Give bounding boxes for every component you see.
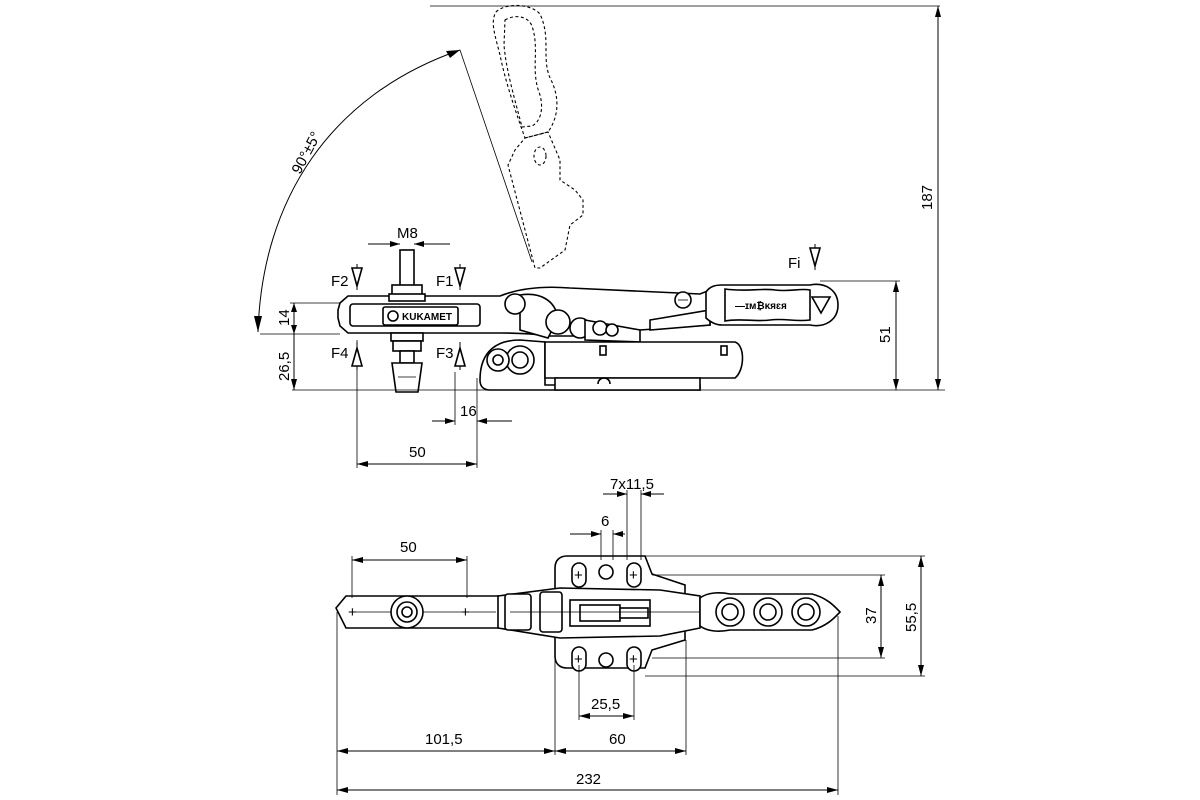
spindle-offset-label: 50	[400, 539, 417, 556]
total-length-label: 232	[576, 771, 601, 788]
force-f1: F1	[436, 273, 454, 290]
total-length-dimension: 232	[337, 771, 838, 793]
hole-spacing-dimension: 25,5	[579, 696, 634, 719]
offset-16-label: 16	[460, 403, 477, 420]
width-55-5-label: 55,5	[903, 603, 920, 632]
force-fi: Fi	[788, 255, 801, 272]
length-50-dimension: 50	[357, 444, 477, 467]
length-50-label: 50	[409, 444, 426, 461]
slot-width-label: 6	[601, 513, 609, 530]
spindle	[388, 249, 426, 393]
base-length-label: 60	[609, 731, 626, 748]
svg-text:+: +	[629, 651, 638, 668]
slot-label: 7x11,5	[610, 476, 654, 493]
height-14-dimension: 14	[276, 303, 297, 334]
handle-grip: —ɪᴍ₿ᴋᴙɛᴙ	[705, 283, 839, 327]
force-f4: F4	[331, 345, 349, 362]
offset-16-dimension: 16	[432, 403, 512, 424]
svg-text:+: +	[574, 651, 583, 668]
height-51-dimension: 51	[877, 281, 899, 390]
angle-label: 90°±5°	[289, 129, 325, 177]
force-f3: F3	[436, 345, 454, 362]
height-26-5-dimension: 26,5	[276, 334, 297, 390]
svg-text:+: +	[629, 567, 638, 584]
svg-text:+: +	[348, 604, 357, 621]
thread-label: M8	[397, 225, 418, 242]
height-187-dimension: 187	[919, 6, 941, 390]
top-handle	[699, 592, 842, 632]
top-mechanism	[497, 587, 701, 639]
height-14-label: 14	[276, 309, 293, 326]
thread-dimension: M8	[368, 225, 450, 247]
width-37-label: 37	[863, 607, 880, 624]
reach-dimension: 101,5	[337, 731, 555, 754]
svg-text:+: +	[461, 604, 470, 621]
raised-handle-outline	[492, 4, 584, 269]
force-f2: F2	[331, 273, 349, 290]
svg-text:+: +	[574, 567, 583, 584]
width-37-dimension: 37	[863, 575, 884, 658]
base-length-dimension: 60	[555, 731, 686, 754]
top-view: + + + + + +	[335, 476, 925, 795]
reach-label: 101,5	[425, 731, 463, 748]
linkage-base	[479, 291, 744, 391]
slot-dimension: 7x11,5	[603, 476, 664, 497]
width-55-5-dimension: 55,5	[903, 556, 924, 676]
height-26-5-label: 26,5	[276, 352, 293, 381]
hole-spacing-label: 25,5	[591, 696, 620, 713]
side-view: KUKAMET	[254, 4, 945, 468]
spindle-offset-dimension: 50	[352, 539, 467, 563]
slot-width-dimension: 6	[570, 513, 625, 537]
height-51-label: 51	[877, 326, 894, 343]
height-187-label: 187	[919, 185, 936, 210]
force-arrows: F2 F1 F4 F3 Fi	[331, 244, 822, 370]
top-arm: + +	[335, 595, 501, 629]
svg-text:—ɪᴍ₿ᴋᴙɛᴙ: —ɪᴍ₿ᴋᴙɛᴙ	[735, 300, 787, 312]
arm-brand: KUKAMET	[402, 312, 452, 323]
